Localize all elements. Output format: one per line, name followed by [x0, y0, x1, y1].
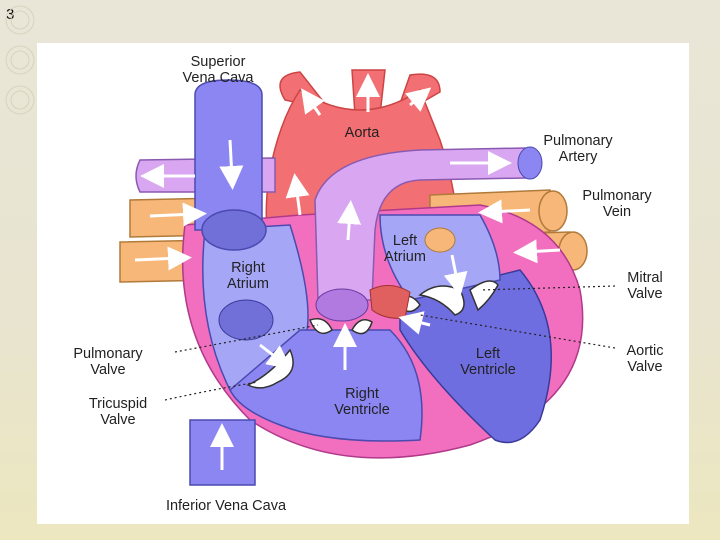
pulmonary-valve-opening [315, 288, 369, 322]
flow-arrows [134, 73, 561, 470]
left-ventricle-chamber [399, 269, 552, 444]
leader-lines [164, 285, 616, 401]
label-aorta: Aorta [345, 125, 381, 141]
pulmonary-artery-end [517, 146, 543, 180]
background-swirl-decoration [5, 5, 35, 115]
slide-number: 3 [6, 6, 15, 23]
label-inferior-vena-cava: Inferior Vena Cava [166, 498, 287, 514]
heart-body [181, 204, 584, 459]
